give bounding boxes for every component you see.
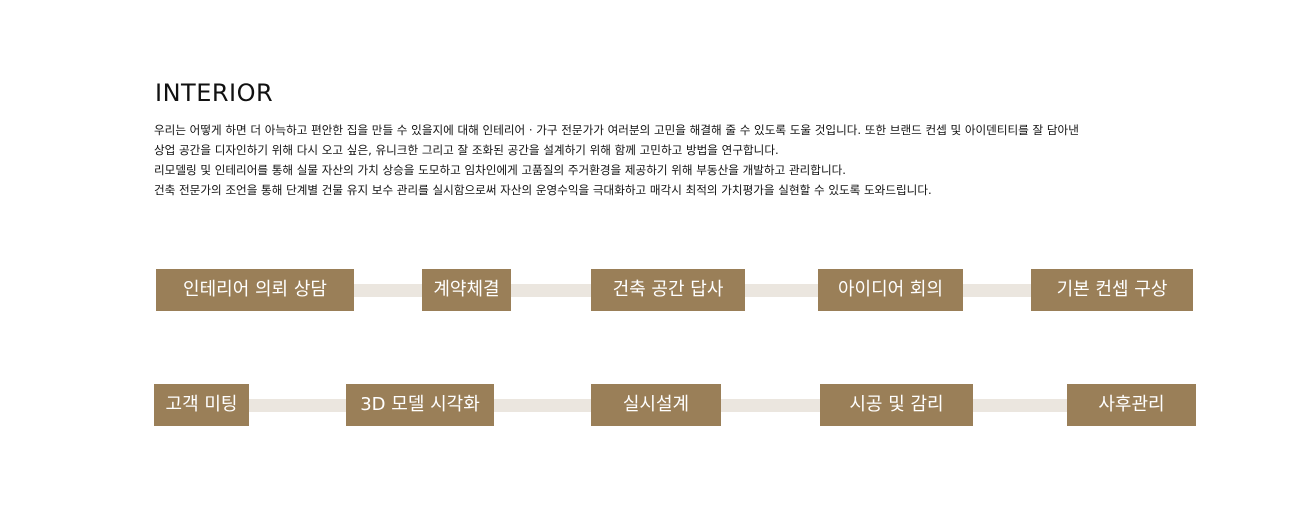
description-line: 리모델링 및 인테리어를 통해 실물 자산의 가치 상승을 도모하고 임차인에게… <box>154 163 846 177</box>
step-after-service: 사후관리 <box>1067 384 1196 426</box>
process-row-1: 인테리어 의뢰 상담 계약체결 건축 공간 답사 아이디어 회의 기본 컨셉 구… <box>0 269 1300 311</box>
process-connector <box>510 284 592 297</box>
step-3d-visualization: 3D 모델 시각화 <box>346 384 494 426</box>
step-construction-supervision: 시공 및 감리 <box>820 384 973 426</box>
process-row-2: 고객 미팅 3D 모델 시각화 실시설계 시공 및 감리 사후관리 <box>0 384 1300 426</box>
description-line: 건축 전문가의 조언을 통해 단계별 건물 유지 보수 관리를 실시함으로써 자… <box>154 183 932 197</box>
description-line: 상업 공간을 디자인하기 위해 다시 오고 싶은, 유니크한 그리고 잘 조화된… <box>154 143 779 157</box>
step-contract: 계약체결 <box>422 269 511 311</box>
step-client-meeting: 고객 미팅 <box>154 384 249 426</box>
process-connector <box>493 399 592 412</box>
step-detailed-design: 실시설계 <box>591 384 721 426</box>
process-connector <box>962 284 1032 297</box>
process-connector <box>720 399 821 412</box>
process-connector <box>972 399 1068 412</box>
section-description: 우리는 어떻게 하면 더 아늑하고 편안한 집을 만들 수 있을지에 대해 인테… <box>154 120 1194 200</box>
description-line: 우리는 어떻게 하면 더 아늑하고 편안한 집을 만들 수 있을지에 대해 인테… <box>154 123 1079 137</box>
process-connector <box>353 284 423 297</box>
section-title: INTERIOR <box>155 79 274 107</box>
step-basic-concept: 기본 컨셉 구상 <box>1031 269 1193 311</box>
step-interior-consultation: 인테리어 의뢰 상담 <box>156 269 354 311</box>
step-idea-meeting: 아이디어 회의 <box>818 269 963 311</box>
process-connector <box>248 399 347 412</box>
process-connector <box>744 284 819 297</box>
step-site-survey: 건축 공간 답사 <box>591 269 745 311</box>
